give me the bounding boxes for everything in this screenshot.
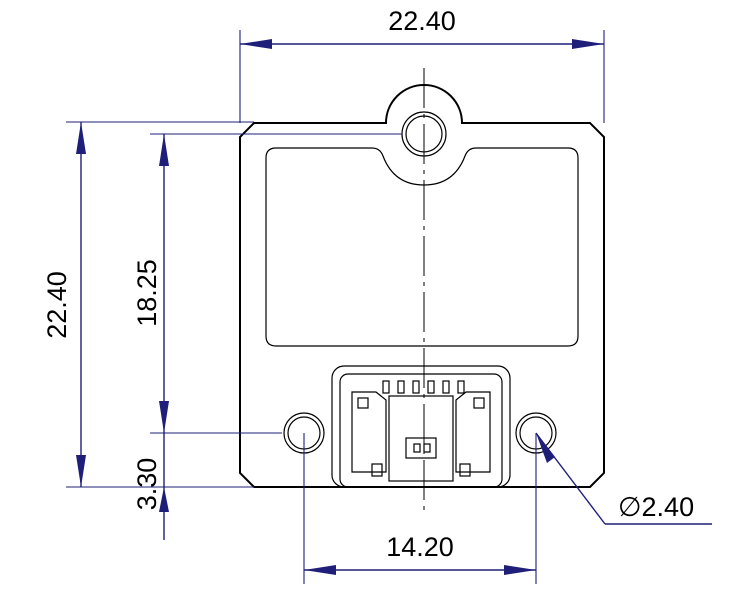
hole-h-arrow-left <box>304 565 336 575</box>
diameter-symbol-icon: ∅ <box>618 492 642 522</box>
bottom-offset-label: 3.30 <box>132 458 162 511</box>
hole-spacing-arrow-top <box>159 134 169 166</box>
hole-vertical-spacing-label: 18.25 <box>132 259 162 327</box>
top-width-label: 22.40 <box>388 6 456 36</box>
sensor-window <box>265 147 579 347</box>
hole-diameter-value: 2.40 <box>642 492 695 522</box>
board-outline <box>239 84 605 488</box>
left-dim-arrow-top <box>76 122 86 154</box>
connector <box>331 365 511 488</box>
left-dim-arrow-bottom <box>76 455 86 487</box>
left-height-label: 22.40 <box>42 271 72 339</box>
hole-diameter-label: ∅2.40 <box>618 492 694 522</box>
hole-spacing-arrow-bottom <box>159 401 169 433</box>
top-dim-arrow-left <box>240 39 272 49</box>
diameter-leader-arrow <box>536 433 555 463</box>
top-dim-arrow-right <box>572 39 604 49</box>
hole-h-arrow-right <box>504 565 536 575</box>
bottom-offset-arrow-up <box>159 487 169 512</box>
hole-horizontal-spacing-label: 14.20 <box>386 532 454 562</box>
